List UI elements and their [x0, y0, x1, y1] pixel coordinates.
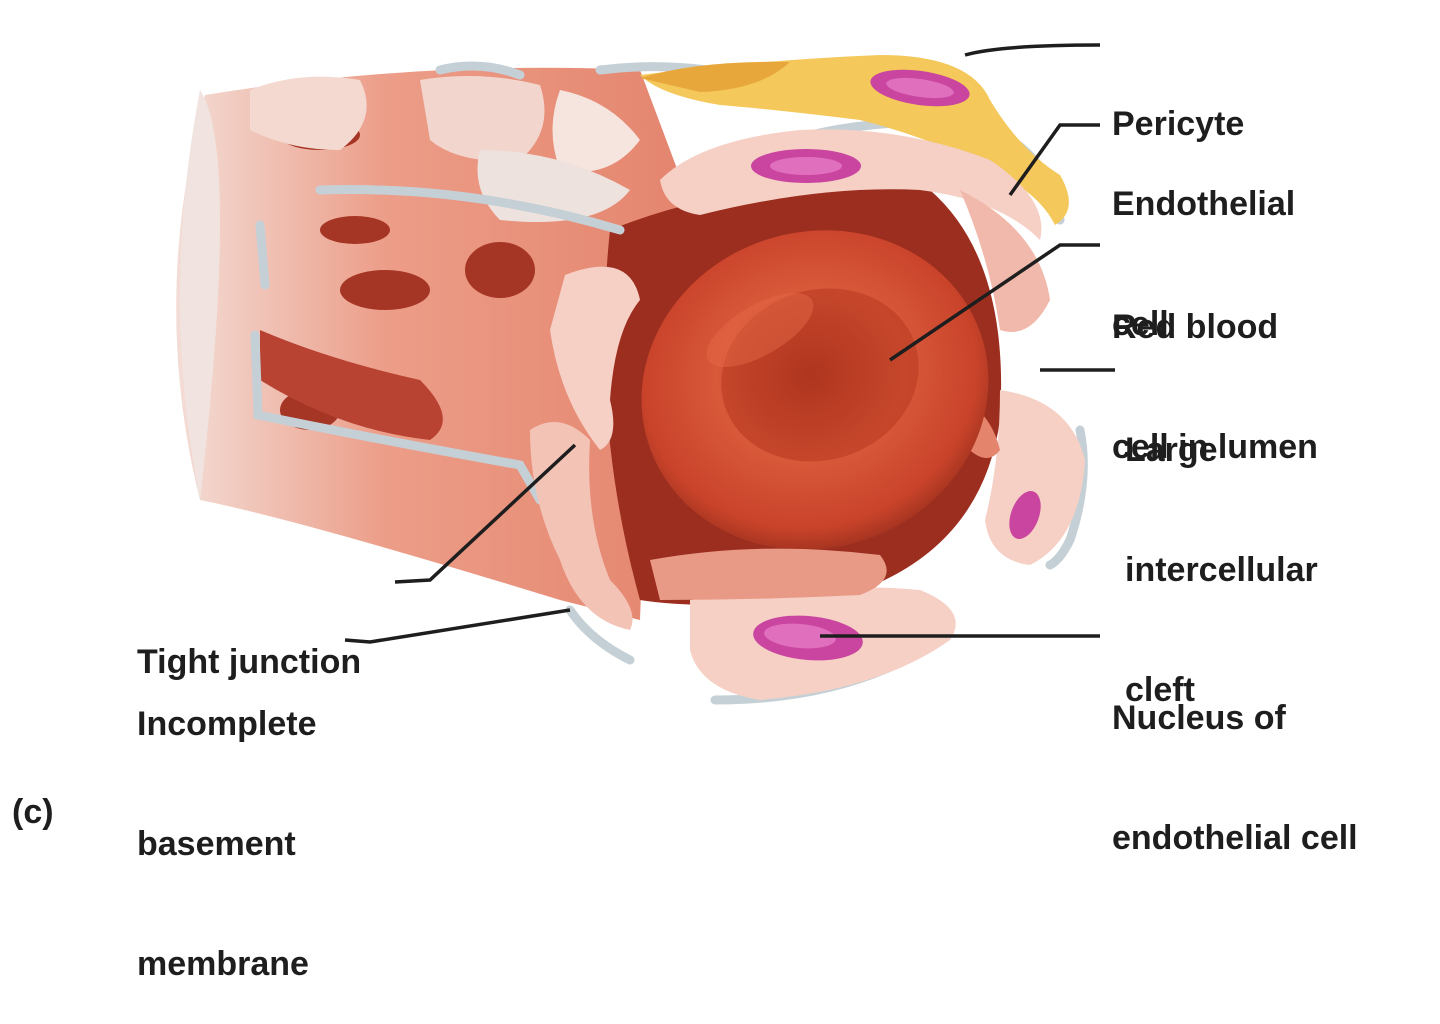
label-basement-membrane-line2: basement	[137, 825, 296, 863]
red-blood-cell-leader	[889, 243, 1100, 362]
label-red-blood-cell: Red blood cell in lumen	[1112, 227, 1318, 507]
endothelial-cell-right	[960, 190, 1085, 565]
label-basement-membrane-line3: membrane	[137, 945, 309, 983]
leader-lines	[344, 43, 1115, 644]
label-cleft-line3: cleft	[1125, 671, 1195, 709]
label-basement-membrane-line1: Incomplete	[137, 705, 317, 743]
endothelial-cell-leader	[1008, 123, 1100, 197]
label-tight-junction-line1: Tight junction	[137, 643, 362, 681]
label-red-blood-cell-line2: cell in lumen	[1112, 428, 1318, 466]
label-tight-junction: Tight junction	[137, 562, 361, 722]
label-cleft-line1: Large	[1125, 431, 1218, 469]
label-endothelial-cell: Endothelial cell	[1112, 104, 1295, 384]
label-cleft-line2: intercellular	[1125, 551, 1318, 589]
back-wall-cells	[250, 76, 640, 222]
panel-letter-text: (c)	[12, 793, 54, 831]
capillary-figure	[176, 43, 1115, 705]
label-pericyte-line1: Pericyte	[1112, 105, 1245, 143]
tight-junction-cells	[530, 266, 640, 630]
label-nucleus-line1: Nucleus of	[1112, 699, 1286, 737]
panel-letter: (c)	[12, 712, 54, 872]
label-endothelial-cell-line1: Endothelial	[1112, 185, 1296, 223]
label-pericyte: Pericyte	[1112, 24, 1244, 184]
label-basement-membrane: Incomplete basement membrane	[137, 624, 316, 1024]
label-nucleus-line2: endothelial cell	[1112, 819, 1358, 857]
endothelial-cell-top	[660, 129, 1042, 240]
label-intercellular-cleft: Large intercellular cleft	[1125, 350, 1318, 750]
label-endothelial-cell-line2: cell	[1112, 305, 1169, 343]
pericyte-leader	[964, 43, 1101, 57]
label-red-blood-cell-line1: Red blood	[1112, 308, 1279, 346]
endothelial-cell-bottom	[650, 548, 956, 700]
pericyte	[640, 55, 1069, 225]
capillary-illustration	[176, 43, 1115, 705]
tight-junction-leader	[394, 443, 577, 584]
label-nucleus: Nucleus of endothelial cell	[1112, 618, 1358, 898]
basement-membrane-leader	[344, 608, 571, 644]
red-blood-cell	[641, 230, 989, 550]
